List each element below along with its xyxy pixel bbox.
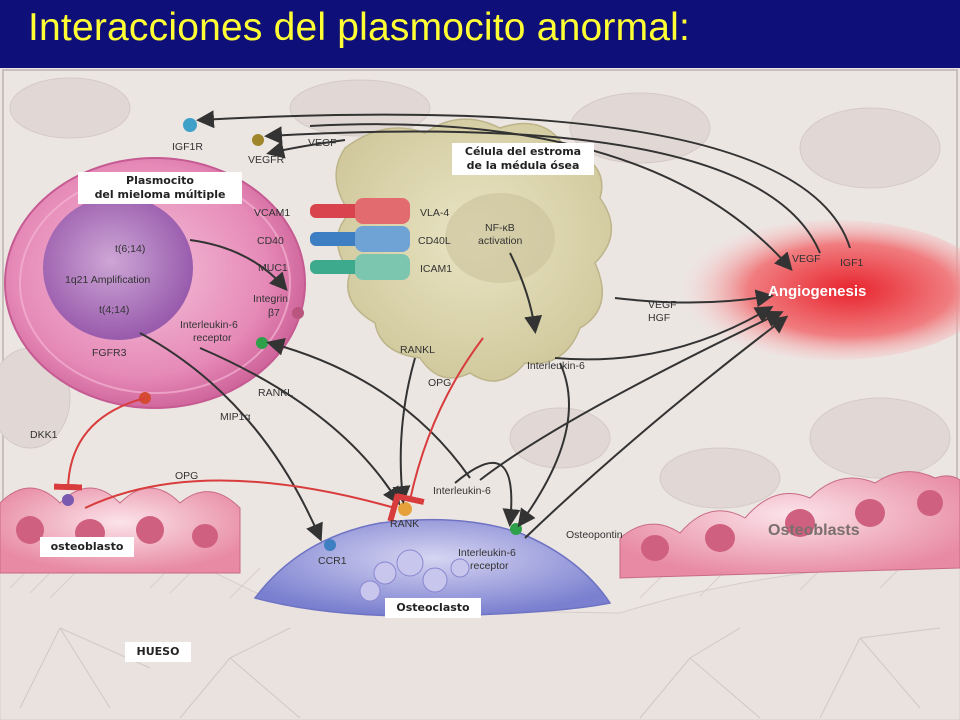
label-vegf-angio: VEGF bbox=[792, 253, 821, 265]
label-icam1: ICAM1 bbox=[420, 263, 452, 275]
osteoblasto-label: osteoblasto bbox=[50, 540, 124, 553]
estroma-label-box: Célula del estroma de la médula ósea bbox=[452, 143, 594, 175]
label-rank: RANK bbox=[390, 518, 419, 530]
label-activation: activation bbox=[478, 235, 523, 247]
title-bar: Interacciones del plasmocito anormal: bbox=[0, 0, 960, 68]
osteoclast-vesicles bbox=[359, 549, 470, 602]
stromal-nucleus bbox=[445, 193, 555, 283]
osteoclasto-label: Osteoclasto bbox=[396, 601, 470, 614]
label-rankl-stroma: RANKL bbox=[400, 344, 435, 356]
myeloma-interaction-diagram: IGF1R VEGFR VEGF VCAM1 VLA-4 CD40 CD40L … bbox=[0, 68, 960, 720]
osteoclasto-label-box: Osteoclasto bbox=[385, 598, 481, 618]
label-cd40: CD40 bbox=[257, 235, 284, 247]
plasmocito-label-box: Plasmocito del mieloma múltiple bbox=[78, 172, 242, 204]
plasma-nucleus bbox=[43, 196, 193, 340]
label-ccr1: CCR1 bbox=[318, 555, 347, 567]
label-fgfr3: FGFR3 bbox=[92, 347, 127, 359]
estroma-sublabel: de la médula ósea bbox=[466, 159, 580, 172]
label-il6r-sub: receptor bbox=[193, 332, 232, 344]
osteocyte-network bbox=[19, 627, 941, 719]
label-opg-blast: OPG bbox=[175, 470, 198, 482]
label-osteopontin: Osteopontin bbox=[566, 529, 623, 541]
label-t614: t(6;14) bbox=[115, 243, 145, 255]
label-mip1a: MIP1α bbox=[220, 411, 251, 423]
label-il6-osteoclast: Interleukin-6 bbox=[433, 485, 491, 497]
label-il6-stroma: Interleukin-6 bbox=[527, 360, 585, 372]
label-vegf-stroma: VEGF bbox=[648, 299, 677, 311]
plasmocito-sublabel: del mieloma múltiple bbox=[94, 188, 226, 201]
label-il6r: Interleukin-6 bbox=[180, 319, 238, 331]
adhesion-molecules bbox=[310, 198, 410, 280]
label-il6r-osteoclast-sub: receptor bbox=[470, 560, 509, 572]
page-title: Interacciones del plasmocito anormal: bbox=[28, 6, 691, 49]
estroma-label: Célula del estroma bbox=[464, 145, 582, 158]
label-angiogenesis: Angiogenesis bbox=[768, 283, 866, 300]
label-osteoblasts: Osteoblasts bbox=[768, 522, 860, 539]
label-muc1: MUC1 bbox=[258, 262, 288, 274]
label-igf1r: IGF1R bbox=[172, 141, 203, 153]
angiogenesis-region bbox=[680, 220, 960, 360]
osteoblasts-right bbox=[619, 471, 960, 579]
label-dkk1: DKK1 bbox=[30, 429, 58, 441]
label-vla4: VLA-4 bbox=[420, 207, 449, 219]
label-t414: t(4;14) bbox=[99, 304, 129, 316]
figure-labels: IGF1R VEGFR VEGF VCAM1 VLA-4 CD40 CD40L … bbox=[30, 137, 866, 572]
hueso-label-box: HUESO bbox=[125, 642, 191, 662]
red-arrows bbox=[53, 337, 484, 523]
hueso-label: HUESO bbox=[136, 645, 180, 658]
plasmocito-label: Plasmocito bbox=[126, 174, 194, 187]
label-beta7: β7 bbox=[268, 307, 280, 319]
label-cd40l: CD40L bbox=[418, 235, 451, 247]
label-vegfr: VEGFR bbox=[248, 154, 285, 166]
label-opg-stroma: OPG bbox=[428, 377, 451, 389]
label-hgf: HGF bbox=[648, 312, 670, 324]
black-arrows bbox=[139, 110, 851, 542]
label-il6r-osteoclast: Interleukin-6 bbox=[458, 547, 516, 559]
label-nfkb: NF-κB bbox=[485, 222, 515, 234]
label-1q21: 1q21 Amplification bbox=[65, 274, 150, 286]
label-rankl-plasma: RANKL bbox=[258, 387, 293, 399]
label-igf1: IGF1 bbox=[840, 257, 863, 269]
osteoblasto-label-box: osteoblasto bbox=[40, 537, 134, 557]
label-integrin: Integrin bbox=[253, 293, 288, 305]
receptors bbox=[62, 118, 522, 551]
label-vcam1: VCAM1 bbox=[254, 207, 290, 219]
label-vegf-top: VEGF bbox=[308, 137, 337, 149]
